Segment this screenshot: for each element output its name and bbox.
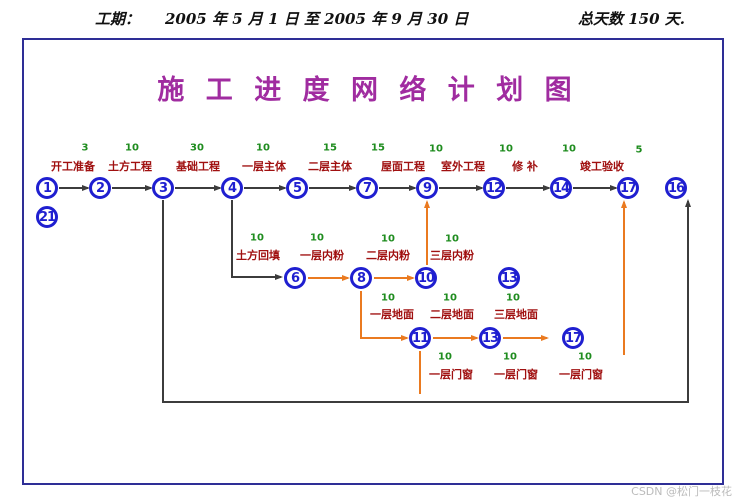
schedule-date-range: 2005 年 5 月 1 日 至 2005 年 9 月 30 日 [165, 10, 469, 28]
duration-label: 15 [323, 142, 337, 154]
duration-label: 30 [190, 142, 204, 154]
node-10: 10 [415, 267, 437, 289]
node-5: 5 [286, 177, 308, 199]
activity-label: 一层门窗 [559, 368, 603, 381]
duration-label: 10 [578, 351, 592, 363]
node-11: 11 [409, 327, 431, 349]
duration-label: 10 [445, 233, 459, 245]
activity-label: 土方工程 [108, 160, 152, 173]
activity-label: 一层主体 [242, 160, 286, 173]
node-6: 6 [284, 267, 306, 289]
node-14: 14 [550, 177, 572, 199]
node-9: 9 [416, 177, 438, 199]
activity-label: 室外工程 [441, 160, 485, 173]
page-title: 施 工 进 度 网 络 计 划 图 [157, 75, 578, 106]
activity-label: 开工准备 [51, 160, 95, 173]
diagram-border [22, 38, 724, 485]
activity-label: 基础工程 [176, 160, 220, 173]
duration-label: 10 [250, 232, 264, 244]
duration-label: 10 [503, 351, 517, 363]
duration-label: 10 [506, 292, 520, 304]
duration-label: 10 [429, 143, 443, 155]
node-8: 8 [350, 267, 372, 289]
duration-label: 10 [381, 292, 395, 304]
duration-label: 10 [256, 142, 270, 154]
node-17: 17 [562, 327, 584, 349]
node-17: 17 [617, 177, 639, 199]
total-days-label: 总天数 150 天. [578, 10, 685, 28]
duration-label: 10 [438, 351, 452, 363]
duration-label: 10 [499, 143, 513, 155]
activity-label: 修 补 [512, 160, 538, 173]
schedule-label: 工期： [95, 10, 141, 28]
activity-label: 屋面工程 [381, 160, 425, 173]
node-3: 3 [152, 177, 174, 199]
activity-label: 二层主体 [308, 160, 352, 173]
duration-label: 10 [310, 232, 324, 244]
activity-label: 土方回填 [236, 249, 280, 262]
activity-label: 二层地面 [430, 308, 474, 321]
node-13: 13 [498, 267, 520, 289]
node-7: 7 [356, 177, 378, 199]
duration-label: 10 [443, 292, 457, 304]
node-21: 21 [36, 206, 58, 228]
node-1: 1 [36, 177, 58, 199]
activity-label: 一层门窗 [494, 368, 538, 381]
activity-label: 一层地面 [370, 308, 414, 321]
duration-label: 15 [371, 142, 385, 154]
node-2: 2 [89, 177, 111, 199]
node-13: 13 [479, 327, 501, 349]
activity-label: 一层内粉 [300, 249, 344, 262]
activity-label: 竣工验收 [580, 160, 624, 173]
duration-label: 10 [381, 233, 395, 245]
activity-label: 一层门窗 [429, 368, 473, 381]
duration-label: 10 [125, 142, 139, 154]
duration-label: 5 [635, 144, 643, 156]
duration-label: 3 [81, 142, 89, 154]
node-4: 4 [221, 177, 243, 199]
duration-label: 10 [562, 143, 576, 155]
activity-label: 二层内粉 [366, 249, 410, 262]
activity-label: 三层地面 [494, 308, 538, 321]
watermark: CSDN @松门一枝花 [631, 485, 732, 498]
node-16: 16 [665, 177, 687, 199]
activity-label: 三层内粉 [430, 249, 474, 262]
node-12: 12 [483, 177, 505, 199]
